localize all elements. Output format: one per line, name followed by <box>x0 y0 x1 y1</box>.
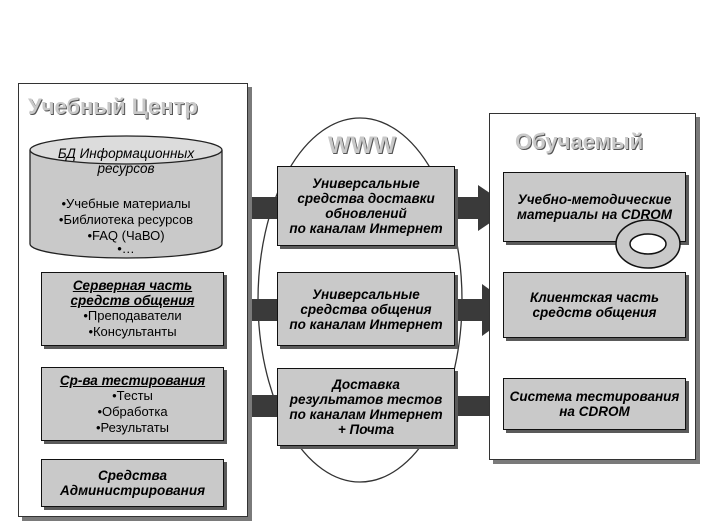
www-box3-line: по каналам Интернет <box>289 407 443 422</box>
server-item: •Преподаватели <box>83 308 182 323</box>
arrow-www-to-client <box>455 284 518 336</box>
db-title-line2: ресурсов <box>97 161 155 176</box>
www-title: WWW <box>328 132 396 159</box>
student-box2-line: Клиентская часть <box>529 290 660 305</box>
admin-tools-box: Средства Администрирования <box>41 459 224 507</box>
www-delivery-box: Универсальные средства доставки обновлен… <box>277 166 455 246</box>
arrow-www-to-materials <box>455 185 512 231</box>
www-box2-line: Универсальные <box>312 286 420 302</box>
www-box2-line: средства общения <box>300 301 432 317</box>
testing-system-box: Система тестирования на CDROM <box>503 378 686 430</box>
student-box3-line: на CDROM <box>559 404 630 419</box>
admin-line1: Средства <box>97 468 167 483</box>
server-title-line2: средств общения <box>70 293 195 308</box>
db-item: •FAQ (ЧаВО) <box>87 228 165 243</box>
server-item: •Консультанты <box>88 324 177 339</box>
db-item: •Библиотека ресурсов <box>58 212 194 227</box>
www-box1-line: средства доставки <box>297 191 435 206</box>
www-box1-line: по каналам Интернет <box>289 221 443 236</box>
student-box3-line: Система тестирования <box>509 389 680 404</box>
db-items: •Учебные материалы •Библиотека ресурсов … <box>30 196 222 256</box>
db-item: •Учебные материалы <box>61 196 191 211</box>
www-box1-line: обновлений <box>325 206 407 221</box>
www-box2-line: по каналам Интернет <box>289 316 443 332</box>
center-panel-title: Учебный Центр <box>28 94 198 119</box>
www-box3-line: Доставка <box>332 377 400 392</box>
server-title-line1: Серверная часть <box>72 278 193 293</box>
testing-title: Ср-ва тестирования <box>59 372 206 388</box>
www-box3-line: результатов тестов <box>289 392 443 407</box>
client-part-box: Клиентская часть средств общения <box>503 272 686 338</box>
student-box1-line: материалы на CDROM <box>516 207 673 222</box>
testing-item: •Результаты <box>95 419 170 435</box>
student-box2-line: средств общения <box>532 305 657 320</box>
www-test-results-box: Доставка результатов тестов по каналам И… <box>277 368 455 446</box>
www-communication-box: Универсальные средства общения по канала… <box>277 272 455 346</box>
testing-tools-box: Ср-ва тестирования •Тесты •Обработка •Ре… <box>41 367 224 441</box>
student-panel-title: Обучаемый <box>515 129 644 154</box>
cdrom-materials-box: Учебно-методические материалы на CDROM <box>503 172 686 242</box>
www-box1-line: Универсальные <box>312 176 420 191</box>
www-box3-line: + Почта <box>337 422 395 437</box>
admin-line2: Администрирования <box>59 483 206 498</box>
server-part-box: Серверная часть средств общения •Препода… <box>41 272 224 346</box>
db-title: БД Информационных ресурсов <box>30 146 222 176</box>
student-box1-line: Учебно-методические <box>517 192 672 207</box>
testing-item: •Тесты <box>112 387 153 403</box>
testing-item: •Обработка <box>97 403 168 419</box>
db-title-line1: БД Информационных <box>57 146 195 161</box>
db-item: •… <box>117 241 135 256</box>
